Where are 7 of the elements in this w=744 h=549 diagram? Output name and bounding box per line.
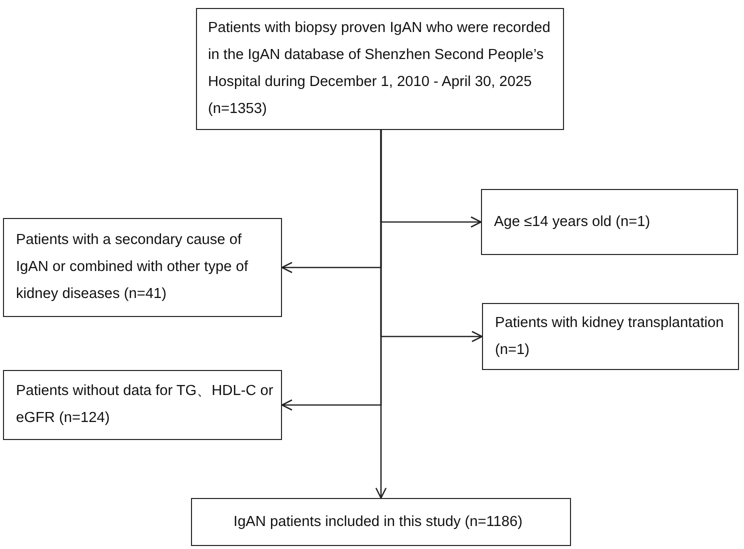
process-box: Patients with kidney transplantation (n=1) — [482, 303, 739, 370]
process-box: Age ≤14 years old (n=1) — [481, 189, 738, 255]
process-box: Patients without data for TG、HDL-C or eGFR (n=124) — [3, 370, 282, 440]
arrow — [375, 130, 387, 499]
process-box: Patients with biopsy proven IgAN who were recorded in the IgAN database of Shenzhen Second People’s Hospital during December 1, 2010 - April 30, 2025 (n=1353) — [196, 8, 564, 130]
process-box: IgAN patients included in this study (n=1186) — [191, 498, 571, 546]
process-box: Patients with a secondary cause of IgAN or combined with other type of kidney diseases (n=41) — [3, 218, 282, 317]
